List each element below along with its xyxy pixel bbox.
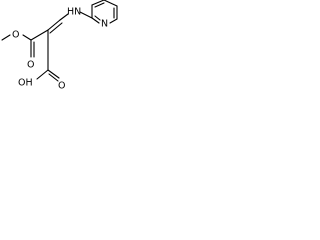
bond-ester-c-alkene xyxy=(30,29,49,41)
bond-acid-c-oh xyxy=(36,69,49,80)
atom-o-ester-carbonyl: O xyxy=(27,60,34,71)
bond-alkene-double-2 xyxy=(49,22,63,34)
atom-o-methoxy: O xyxy=(12,30,19,41)
bond-nh-pyridine xyxy=(79,11,93,19)
bond-ring-n-c2 xyxy=(91,17,100,24)
bond-ring-inner-1 xyxy=(94,2,105,8)
bond-acid-c-o-double-1 xyxy=(47,69,60,79)
bond-ring-inner-3 xyxy=(94,15,101,21)
bond-acid-c-o-double-2 xyxy=(48,73,59,82)
atom-labels: O O HN N O OH xyxy=(12,7,108,92)
atom-n-pyridine: N xyxy=(101,19,108,30)
atom-oh: OH xyxy=(18,78,33,89)
bond-alkene-double-1 xyxy=(47,19,61,31)
bond-methyl-o xyxy=(1,34,11,41)
bond-ch-nh xyxy=(59,13,69,21)
bond-o-ester-c xyxy=(22,34,32,41)
bonds xyxy=(1,0,118,82)
bond-ring-c6-n xyxy=(109,18,118,24)
bond-ring-c4-c5 xyxy=(103,0,118,7)
atom-nh: HN xyxy=(67,7,81,18)
atom-o-acid-carbonyl: O xyxy=(58,81,65,92)
bond-ring-c3-c4 xyxy=(91,0,105,6)
chemical-structure: O O HN N O OH xyxy=(1,0,118,92)
